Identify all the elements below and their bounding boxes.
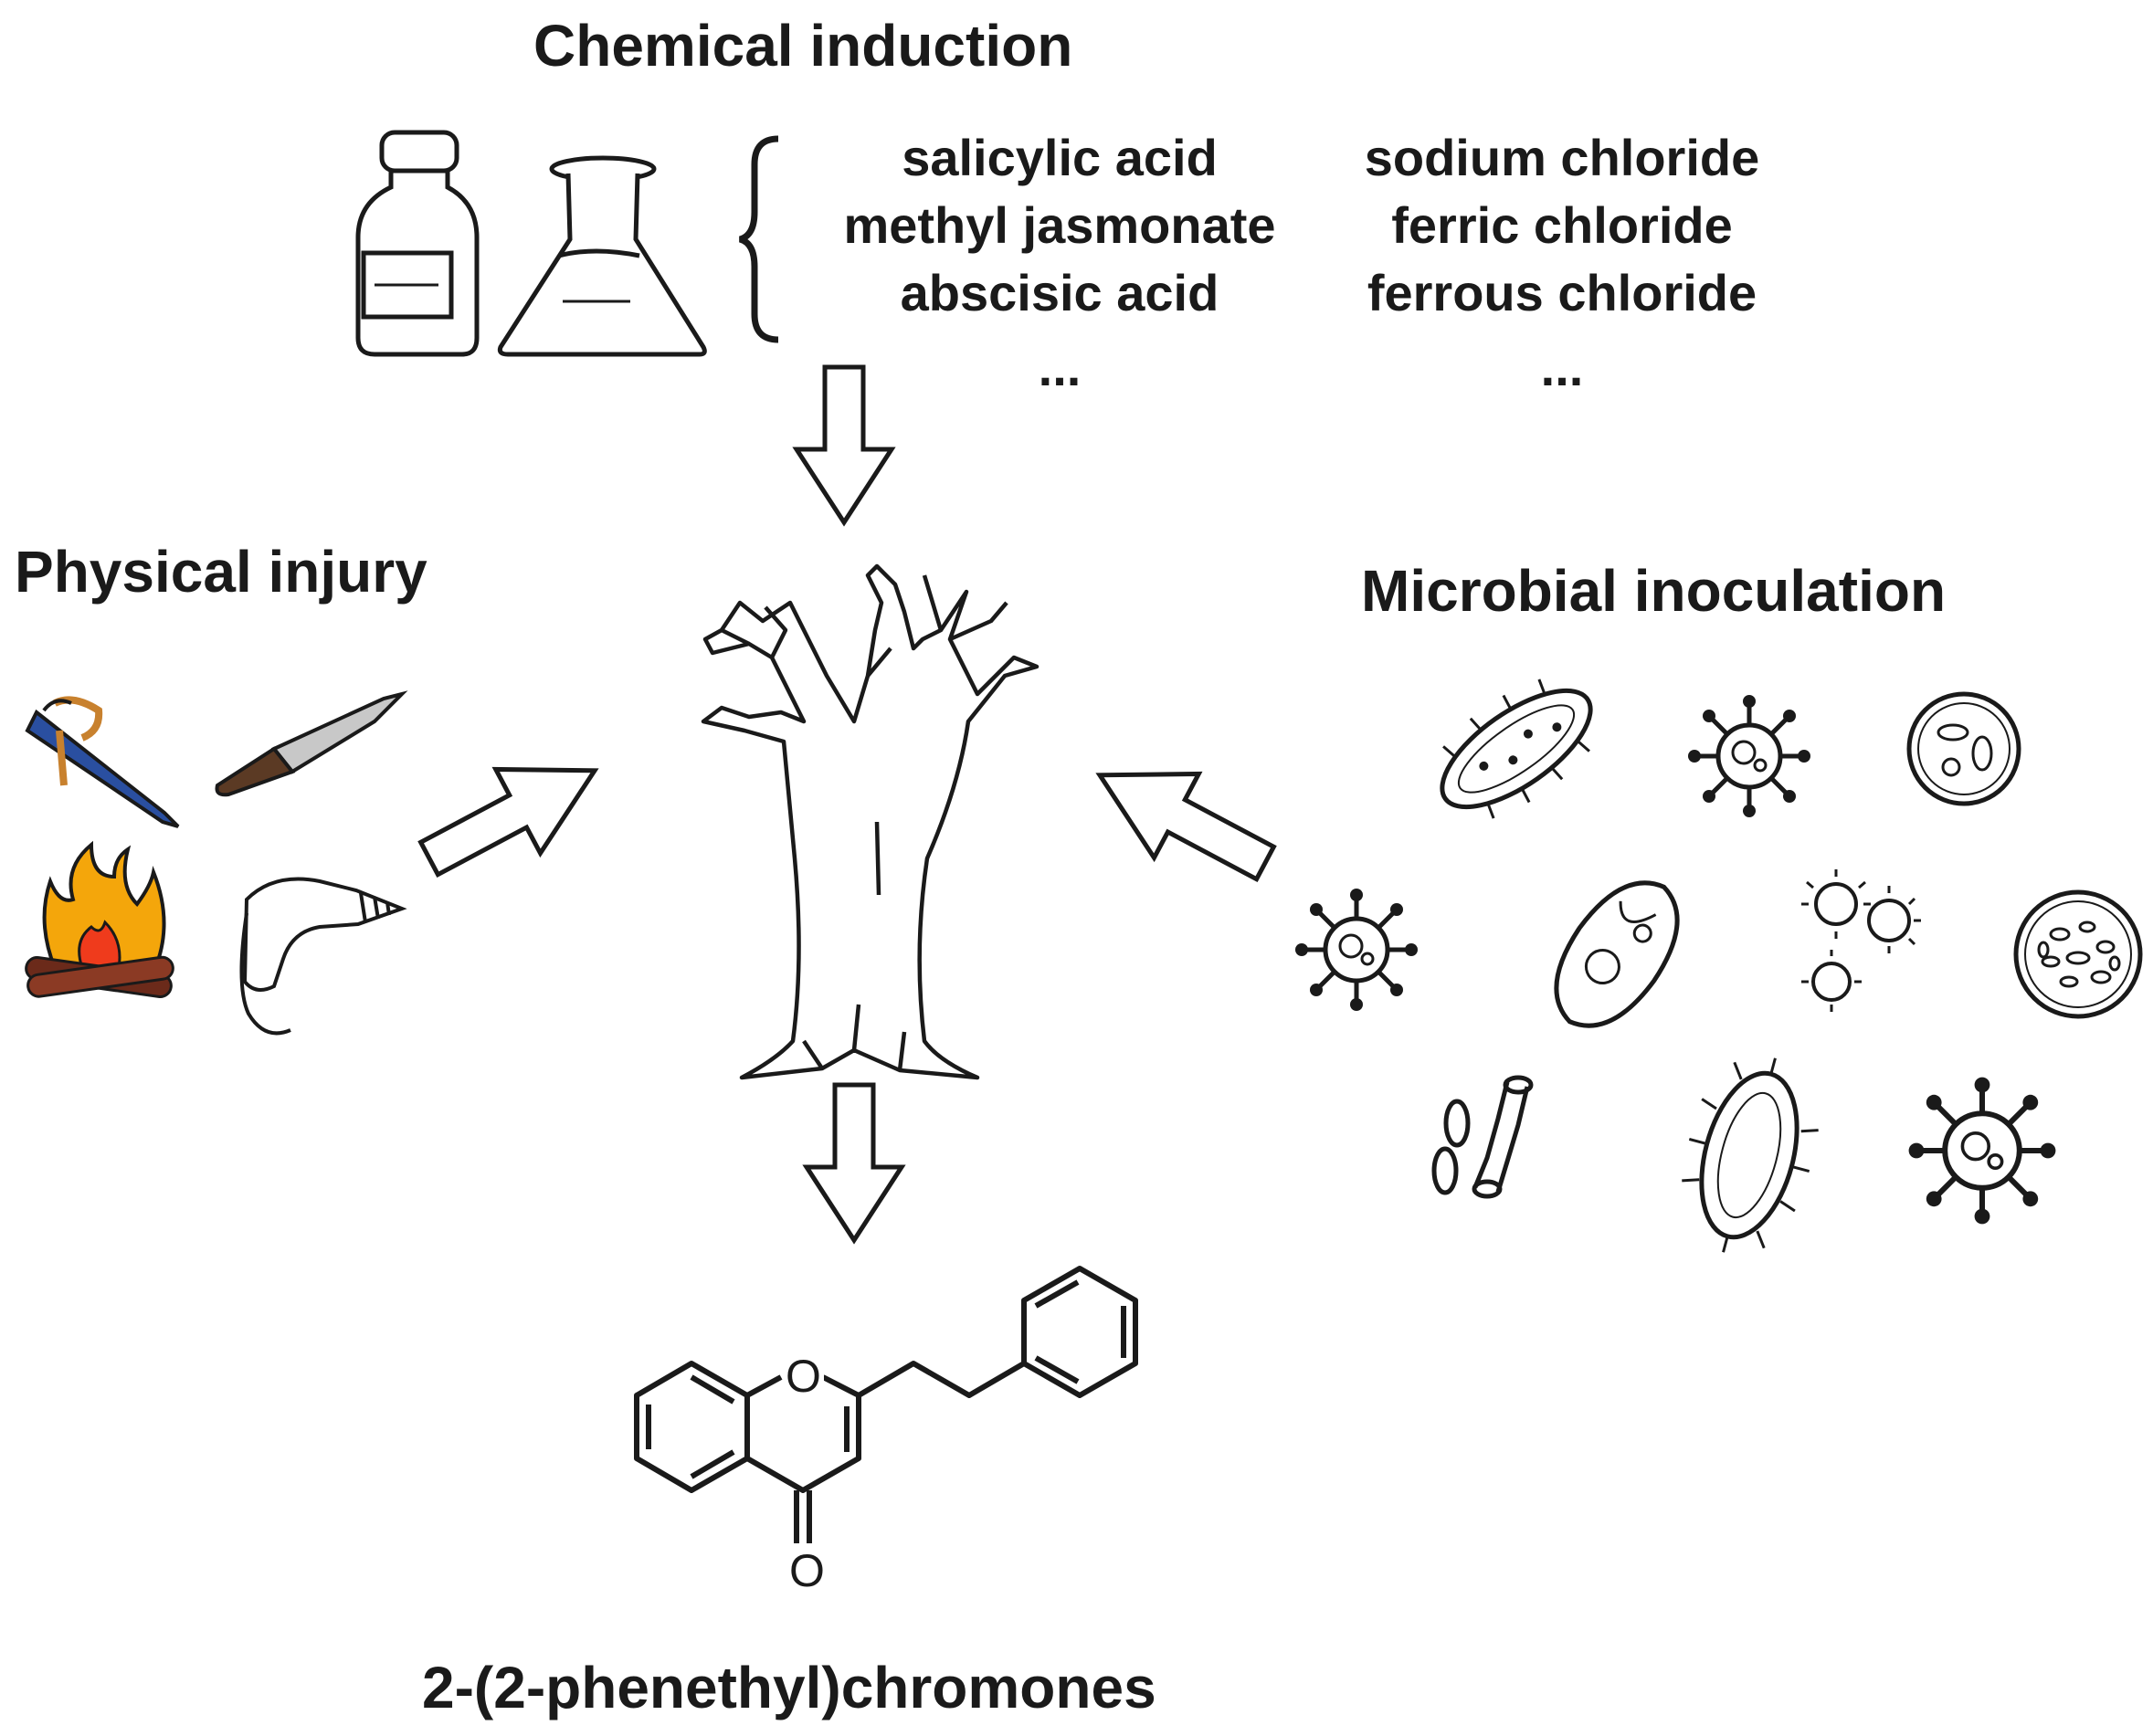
- chemical-item: methyl jasmonate: [843, 196, 1276, 254]
- arrow-chemical-to-tree: [797, 367, 892, 522]
- arrow-physical-to-tree: [407, 729, 617, 900]
- product-label: 2-(2-phenethyl)chromones: [422, 1655, 1156, 1720]
- oxygen-carbonyl-label: O: [789, 1545, 825, 1596]
- paramecium-icon: [1554, 880, 1680, 1028]
- cell-icon: [1906, 691, 2021, 806]
- chromone-structure: [634, 1266, 1138, 1543]
- oxygen-ring-label: O: [783, 1353, 824, 1399]
- chemical-ellipsis: ...: [1540, 339, 1584, 396]
- reagent-bottle-icon: [355, 130, 480, 357]
- drill-icon: [239, 877, 407, 1036]
- chain-bacterium-icon: [1431, 1075, 1534, 1199]
- chemical-list-right: sodium chloride ferric chloride ferrous …: [1315, 132, 1809, 394]
- physical-injury-title: Physical injury: [15, 539, 427, 605]
- chemical-induction-title: Chemical induction: [533, 13, 1073, 79]
- chemical-item: sodium chloride: [1364, 129, 1760, 186]
- tree-icon: [701, 563, 1040, 1080]
- machete-icon: [215, 690, 408, 797]
- chemical-item: ferrous chloride: [1367, 264, 1757, 321]
- spiky-bacterium-icon: [1682, 1057, 1819, 1253]
- virus-icon: [1909, 1078, 2056, 1225]
- arrow-tree-to-product: [807, 1085, 902, 1240]
- campfire-icon: [25, 840, 174, 998]
- chemical-item: abscisic acid: [900, 264, 1219, 321]
- curly-brace-icon: [738, 135, 779, 343]
- arrow-microbial-to-tree: [1078, 733, 1288, 905]
- microbial-inoculation-title: Microbial inoculation: [1361, 558, 1947, 624]
- rod-bacterium-icon: [1440, 679, 1593, 819]
- cocci-cluster-icon: [1801, 869, 1921, 1012]
- virus-icon: [1688, 695, 1810, 817]
- pen-icon: [25, 696, 180, 828]
- erlenmeyer-flask-icon: [497, 155, 707, 357]
- chemical-item: ferric chloride: [1391, 196, 1733, 254]
- chemical-item: salicylic acid: [902, 129, 1218, 186]
- chemical-ellipsis: ...: [1038, 339, 1082, 396]
- chemical-list-left: salicylic acid methyl jasmonate abscisic…: [813, 132, 1306, 394]
- granular-cell-icon: [2013, 889, 2143, 1019]
- virus-icon: [1295, 889, 1418, 1011]
